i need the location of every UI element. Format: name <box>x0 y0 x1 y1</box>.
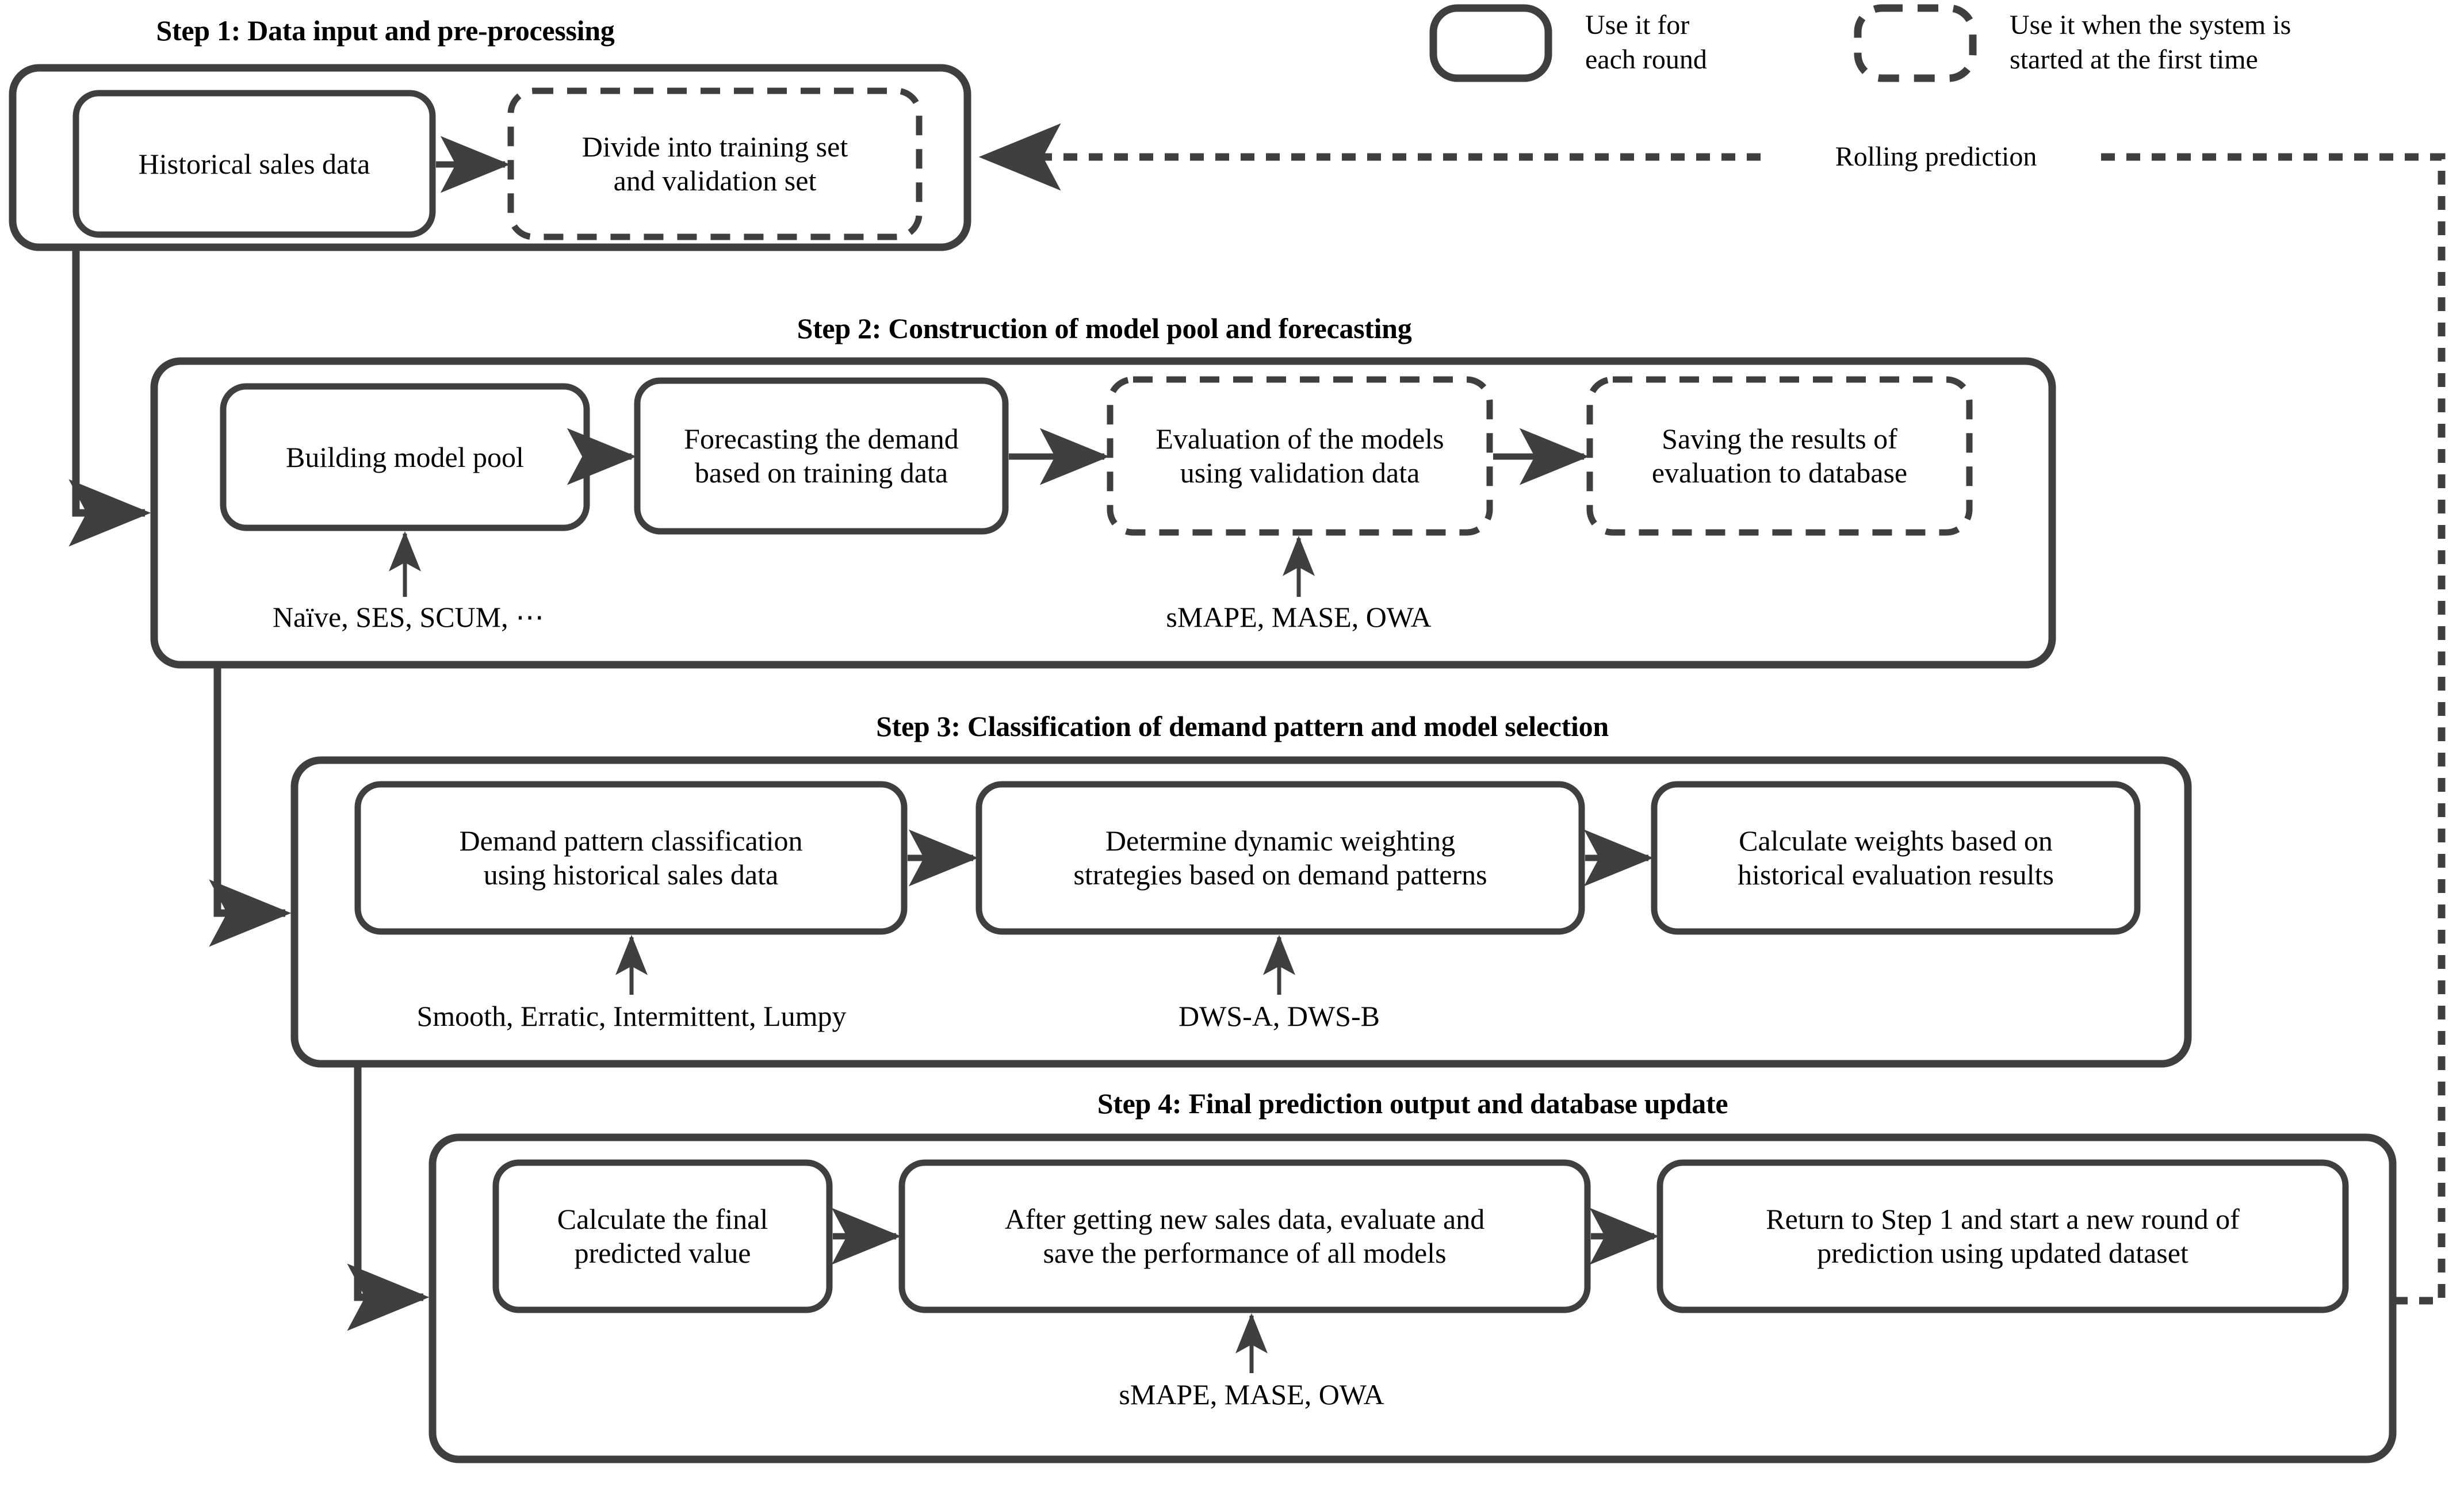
legend-dashed-swatch <box>1854 4 1977 82</box>
legend-dashed-label: Use it when the system is started at the… <box>2010 10 2291 75</box>
box-building-model-pool-label: Building model pool <box>286 440 524 473</box>
step1-title: Step 1: Data input and pre-processing <box>156 14 615 47</box>
step4-title: Step 4: Final prediction output and data… <box>1097 1087 1728 1120</box>
box-saving-results-label: Saving the results of evaluation to data… <box>1651 423 1908 489</box>
box-demand-pattern-classification-label: Demand pattern classification using hist… <box>459 825 803 891</box>
step3-title: Step 3: Classification of demand pattern… <box>876 710 1609 742</box>
annotation-metrics-step2: sMAPE, MASE, OWA <box>1166 600 1432 633</box>
legend-solid-swatch <box>1429 4 1552 82</box>
legend-solid-label: Use it for each round <box>1585 10 1707 75</box>
box-return-to-step1-label: Return to Step 1 and start a new round o… <box>1766 1203 2240 1269</box>
annotation-metrics-step4: sMAPE, MASE, OWA <box>1119 1378 1384 1410</box>
connector-step2-to-step3 <box>209 666 292 947</box>
box-calculate-weights-label: Calculate weights based on historical ev… <box>1738 825 2054 891</box>
box-calculate-final-predicted-value-label: Calculate the final predicted value <box>557 1203 768 1269</box>
box-determine-dynamic-weighting-label: Determine dynamic weighting strategies b… <box>1073 825 1487 891</box>
box-historical-sales-data-label: Historical sales data <box>138 147 370 180</box>
box-divide-training-validation-label: Divide into training set and validation … <box>581 131 848 197</box>
annotation-model-list: Naïve, SES, SCUM, ⋯ <box>272 600 545 633</box>
step2-title: Step 2: Construction of model pool and f… <box>797 312 1412 344</box>
connector-step1-to-step2 <box>68 248 151 547</box>
annotation-dws-strategies: DWS-A, DWS-B <box>1179 999 1380 1032</box>
box-evaluation-models-label: Evaluation of the models using validatio… <box>1156 423 1444 489</box>
box-forecasting-demand-label: Forecasting the demand based on training… <box>684 423 959 489</box>
box-after-getting-new-sales-data-label: After getting new sales data, evaluate a… <box>1004 1203 1485 1269</box>
connector-step3-to-step4 <box>347 1065 430 1331</box>
edge-label-rolling-prediction: Rolling prediction <box>1772 139 2100 175</box>
annotation-demand-patterns: Smooth, Erratic, Intermittent, Lumpy <box>416 999 847 1032</box>
